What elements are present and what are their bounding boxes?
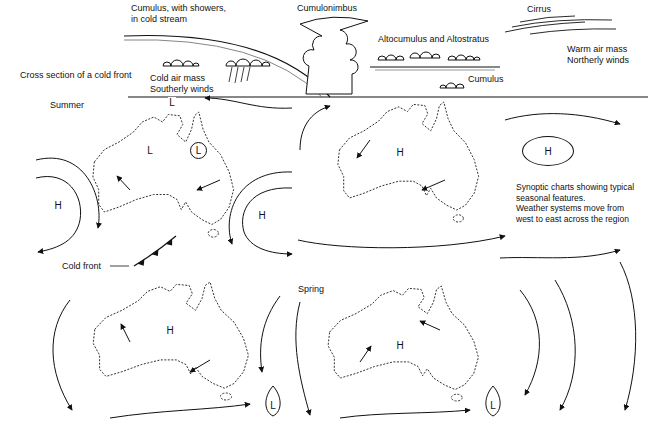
label: Cold front [62,261,101,272]
altocumulus-cloud [410,52,440,58]
low-pressure-loop: L [262,384,284,418]
cold-front-triangle [166,239,172,245]
isobar [36,177,81,252]
pressure-symbol: L [168,97,176,108]
tasmania-coastline [220,393,231,400]
wind-arrow [197,180,220,190]
isobar-loop-outline [486,386,500,416]
label: Warm air mass Northerly winds [567,44,629,66]
pressure-symbol: H [395,340,404,351]
isobar [340,410,470,418]
isobar [620,262,636,410]
isobar [296,302,310,415]
pressure-symbol: H [165,325,174,336]
altocumulus-cloud [378,55,404,60]
low-pressure-loop: L [482,384,504,418]
isobar [298,236,505,248]
label: Cumulus, with showers, in cold stream [131,3,226,25]
low-pressure-centre: L [190,142,207,159]
tasmania-coastline [453,215,463,222]
wind-arrow [121,324,130,342]
cumulus-cloud [163,60,199,66]
label: Cumulonimbus [297,3,357,14]
cumulonimbus-cloud [300,17,368,94]
cumulus-cloud [440,83,464,88]
cold-front-triangle [138,259,145,265]
coastline [93,282,248,388]
isobar [36,158,99,228]
isobar [500,250,620,258]
pressure-symbol: H [544,146,551,157]
isobar [53,300,72,410]
pressure-symbol: L [490,400,496,411]
coastline [328,286,478,390]
wind-arrow [357,140,370,158]
frontal-surface [124,36,330,97]
cold-front-triangle [152,250,159,256]
isobar [555,280,575,410]
shower-cloud [226,59,270,66]
pressure-symbol: H [257,210,266,221]
wind-arrow [190,360,210,372]
isobar [505,114,620,124]
ground-line [128,96,648,97]
high-pressure-cell: H [522,136,574,166]
label: Summer [50,100,84,111]
isobar [261,296,280,372]
wind-arrow [420,321,440,330]
isobar [229,172,292,244]
wind-arrow [117,176,130,190]
pressure-symbol: H [395,147,404,158]
wind-arrow [422,180,445,190]
cold-front-line [134,236,176,266]
isobar [205,98,292,108]
cirrus-streaks [505,16,616,34]
synoptic-charts [36,98,636,418]
label: Cold air mass Southerly winds [150,73,214,95]
pressure-symbol: L [270,400,276,411]
isobar [110,404,250,418]
isobar-loop-outline [266,386,280,416]
label: Cross section of a cold front [20,70,132,81]
isobar [300,106,330,150]
tasmania-coastline [451,394,462,401]
label: Altocumulus and Altostratus [378,34,489,45]
label: Synoptic charts showing typical seasonal… [516,182,634,224]
coastline [93,112,234,225]
leader-line [110,266,129,267]
label: Spring [298,284,324,295]
isobar [520,290,539,395]
tasmania-coastline [208,230,218,238]
altostratus-layer [375,70,495,71]
label: Cumulus [468,74,504,85]
altostratus-layer [370,67,500,68]
pressure-symbol: L [146,145,154,156]
coastline [338,102,479,210]
pressure-symbol: H [53,200,62,211]
rain-shower [229,67,250,83]
pressure-symbol: L [196,145,202,156]
wind-arrow [360,346,371,362]
altocumulus-cloud [448,55,480,60]
label: Cirrus [527,4,551,15]
frontal-surface-shade [124,40,322,97]
isobar [243,188,292,254]
cross-section [124,16,648,97]
